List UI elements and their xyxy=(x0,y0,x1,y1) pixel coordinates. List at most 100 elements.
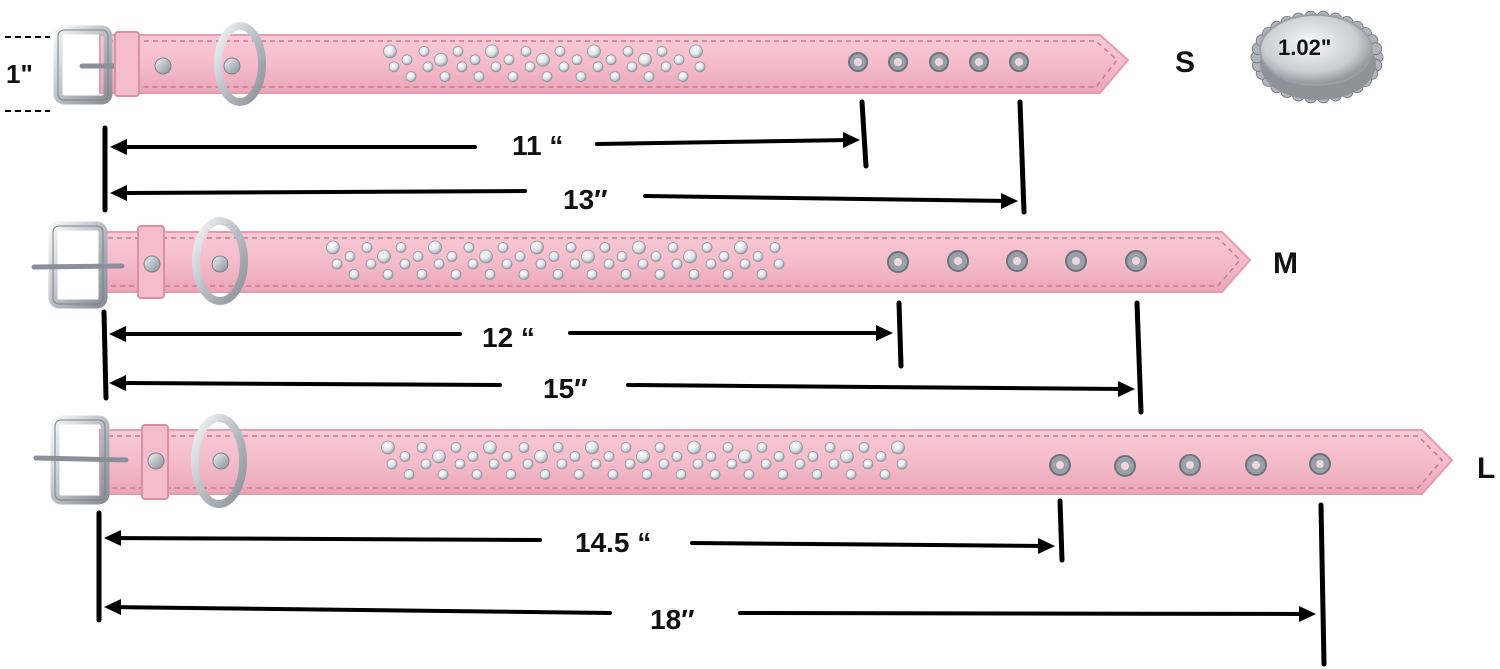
rhinestone xyxy=(399,451,411,462)
rhinestone xyxy=(383,44,397,59)
rhinestone xyxy=(571,54,583,66)
d-ring xyxy=(191,414,247,508)
rhinestone xyxy=(592,61,604,73)
rhinestone xyxy=(609,71,621,82)
rhinestone xyxy=(689,44,703,59)
rivets xyxy=(154,57,241,75)
width-indicator: 1" xyxy=(5,36,50,112)
rhinestone xyxy=(875,451,887,462)
rhinestone xyxy=(536,52,550,67)
adjustment-holes xyxy=(848,52,1029,72)
rhinestone xyxy=(501,258,513,270)
keeper-loop xyxy=(114,31,140,97)
size-label: L xyxy=(1477,452,1495,485)
rhinestone xyxy=(412,251,424,262)
rhinestone xyxy=(603,451,615,462)
short-measure-label: 12 “ xyxy=(482,322,535,353)
rhinestone xyxy=(454,458,466,470)
rhinestone xyxy=(667,242,679,253)
bottle-cap-label: 1.02" xyxy=(1278,35,1331,60)
rhinestone xyxy=(479,249,493,264)
rhinestone xyxy=(694,61,706,73)
rhinestone xyxy=(416,269,428,280)
rhinestone xyxy=(773,451,785,462)
rhinestone xyxy=(552,442,564,453)
rhinestone xyxy=(377,249,391,264)
buckle xyxy=(33,415,129,505)
rhinestone xyxy=(845,469,857,480)
bottle-cap-reference: 1.02" xyxy=(1250,10,1384,104)
rhinestone xyxy=(879,469,891,480)
rhinestone xyxy=(535,258,547,270)
rhinestone xyxy=(569,258,581,270)
rhinestone xyxy=(469,54,481,66)
rhinestone xyxy=(503,54,515,66)
rhinestone xyxy=(403,469,415,480)
rhinestone-panel xyxy=(381,440,908,480)
rhinestone xyxy=(605,54,617,66)
rhinestone xyxy=(637,258,649,270)
rhinestone xyxy=(709,469,721,480)
rhinestone xyxy=(650,251,662,262)
rhinestone xyxy=(456,61,468,73)
rhinestone xyxy=(505,469,517,480)
rhinestone xyxy=(541,71,553,82)
rhinestone xyxy=(416,442,428,453)
rhinestone xyxy=(434,52,448,67)
rhinestone xyxy=(738,449,752,464)
measure-arrowheads xyxy=(110,132,1018,209)
rhinestone xyxy=(769,242,781,253)
rhinestone xyxy=(671,258,683,270)
rhinestone xyxy=(548,251,560,262)
rhinestone xyxy=(518,442,530,453)
rhinestone xyxy=(418,46,430,57)
rhinestone xyxy=(862,458,874,470)
rhinestone xyxy=(395,242,407,253)
rhinestone xyxy=(773,258,785,270)
rhinestone xyxy=(386,458,398,470)
collar-small: S 11 “ 13″ xyxy=(53,22,1195,215)
rhinestone xyxy=(840,449,854,464)
rhinestone xyxy=(501,451,513,462)
rhinestone xyxy=(726,458,738,470)
rhinestone xyxy=(497,242,509,253)
rhinestone xyxy=(828,458,840,470)
rhinestone xyxy=(518,269,530,280)
rhinestone xyxy=(530,240,544,255)
rhinestone xyxy=(382,269,394,280)
rhinestone xyxy=(673,54,685,66)
rhinestone xyxy=(433,258,445,270)
rhinestone xyxy=(626,61,638,73)
rhinestone xyxy=(641,469,653,480)
rhinestone xyxy=(554,46,566,57)
rhinestone xyxy=(705,451,717,462)
rhinestone xyxy=(590,458,602,470)
rhinestone xyxy=(607,469,619,480)
rhinestone xyxy=(422,61,434,73)
rhinestone xyxy=(891,440,905,455)
rhinestone xyxy=(552,269,564,280)
rhinestone xyxy=(624,458,636,470)
rhinestone xyxy=(675,469,687,480)
rhinestone xyxy=(692,458,704,470)
rhinestone xyxy=(687,440,701,455)
rhinestone xyxy=(789,440,803,455)
rhinestone xyxy=(507,71,519,82)
rhinestone xyxy=(467,258,479,270)
rhinestone xyxy=(581,249,595,264)
rhinestone xyxy=(331,258,343,270)
rhinestone xyxy=(688,269,700,280)
rhinestone xyxy=(401,54,413,66)
rhinestone xyxy=(632,240,646,255)
rhinestone xyxy=(326,240,340,255)
rhinestone xyxy=(484,269,496,280)
rhinestone xyxy=(660,61,672,73)
measure-lines xyxy=(101,300,1144,415)
rhinestone xyxy=(452,46,464,57)
rhinestone xyxy=(739,258,751,270)
rivets xyxy=(147,452,230,470)
rhinestone xyxy=(658,458,670,470)
measure-arrowheads xyxy=(104,530,1316,622)
long-measure-label: 13″ xyxy=(563,184,608,215)
rhinestone xyxy=(777,469,789,480)
